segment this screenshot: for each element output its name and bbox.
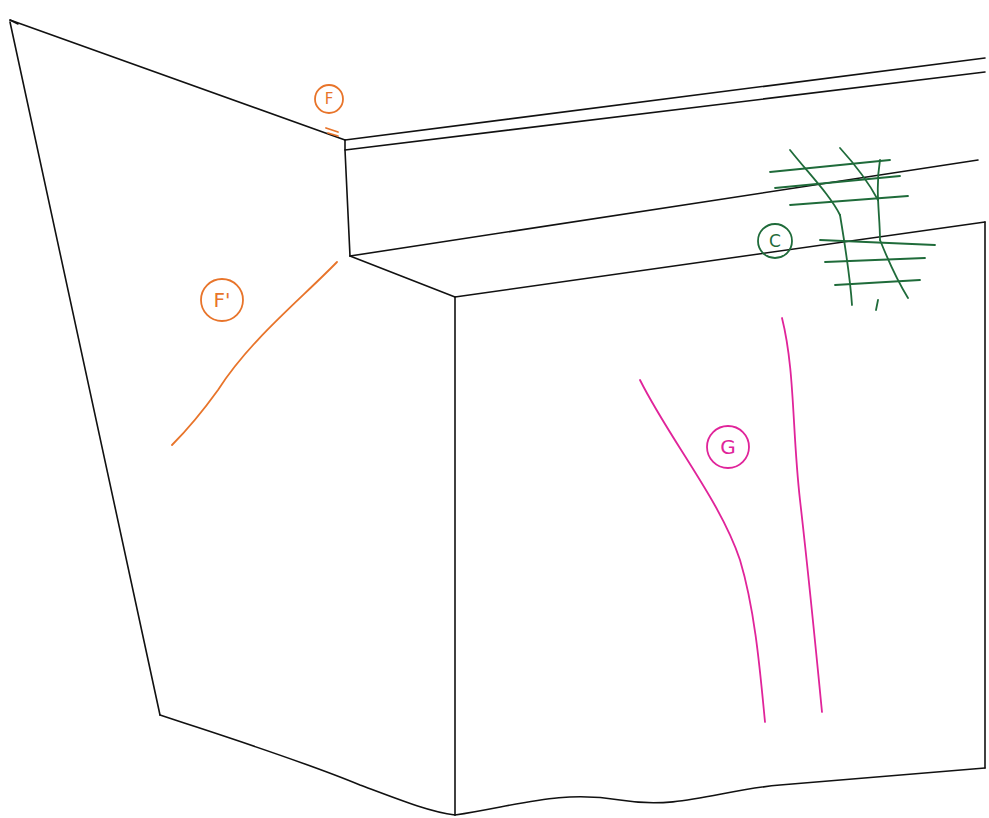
callout-letter: C bbox=[769, 233, 781, 250]
callout-letter: G bbox=[720, 437, 736, 457]
vein-traces bbox=[640, 318, 822, 722]
callout-circle: C bbox=[757, 223, 793, 259]
fault-trace bbox=[172, 128, 338, 445]
callout-letter: F bbox=[325, 92, 334, 107]
callout-circle: F bbox=[314, 84, 344, 114]
block-outline bbox=[10, 20, 985, 815]
callout-circle: G bbox=[706, 425, 750, 469]
joint-set-grid bbox=[770, 148, 935, 310]
callout-letter: F' bbox=[213, 290, 230, 310]
callout-circle: F' bbox=[200, 278, 244, 322]
